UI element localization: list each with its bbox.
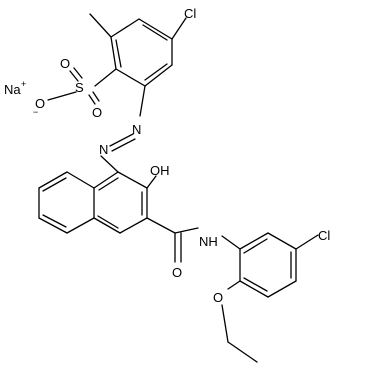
- oxide-charge: −: [33, 107, 38, 117]
- azo-nitrogen-2-label: N: [99, 142, 108, 157]
- amide-nh-label: NH: [199, 234, 218, 249]
- bonds: [38, 13, 319, 363]
- hydroxyl-label: OH: [150, 163, 170, 178]
- chlorine-top-label: Cl: [184, 6, 196, 21]
- sodium-charge: +: [21, 79, 26, 89]
- carbonyl-oxygen-label: O: [172, 265, 182, 280]
- chlorine-bottom-label: Cl: [318, 228, 330, 243]
- sulfonyl-oxygen-top-label: O: [60, 56, 70, 71]
- sulfur-label: S: [75, 80, 84, 95]
- ether-oxygen-label: O: [213, 290, 223, 305]
- atom-labels: Na + O − S O O Cl N N OH NH O Cl O: [4, 6, 330, 305]
- sodium-label: Na: [4, 82, 21, 97]
- sulfonyl-oxygen-bottom-label: O: [92, 105, 102, 120]
- oxide-oxygen-label: O: [35, 96, 45, 111]
- azo-nitrogen-1-label: N: [132, 122, 141, 137]
